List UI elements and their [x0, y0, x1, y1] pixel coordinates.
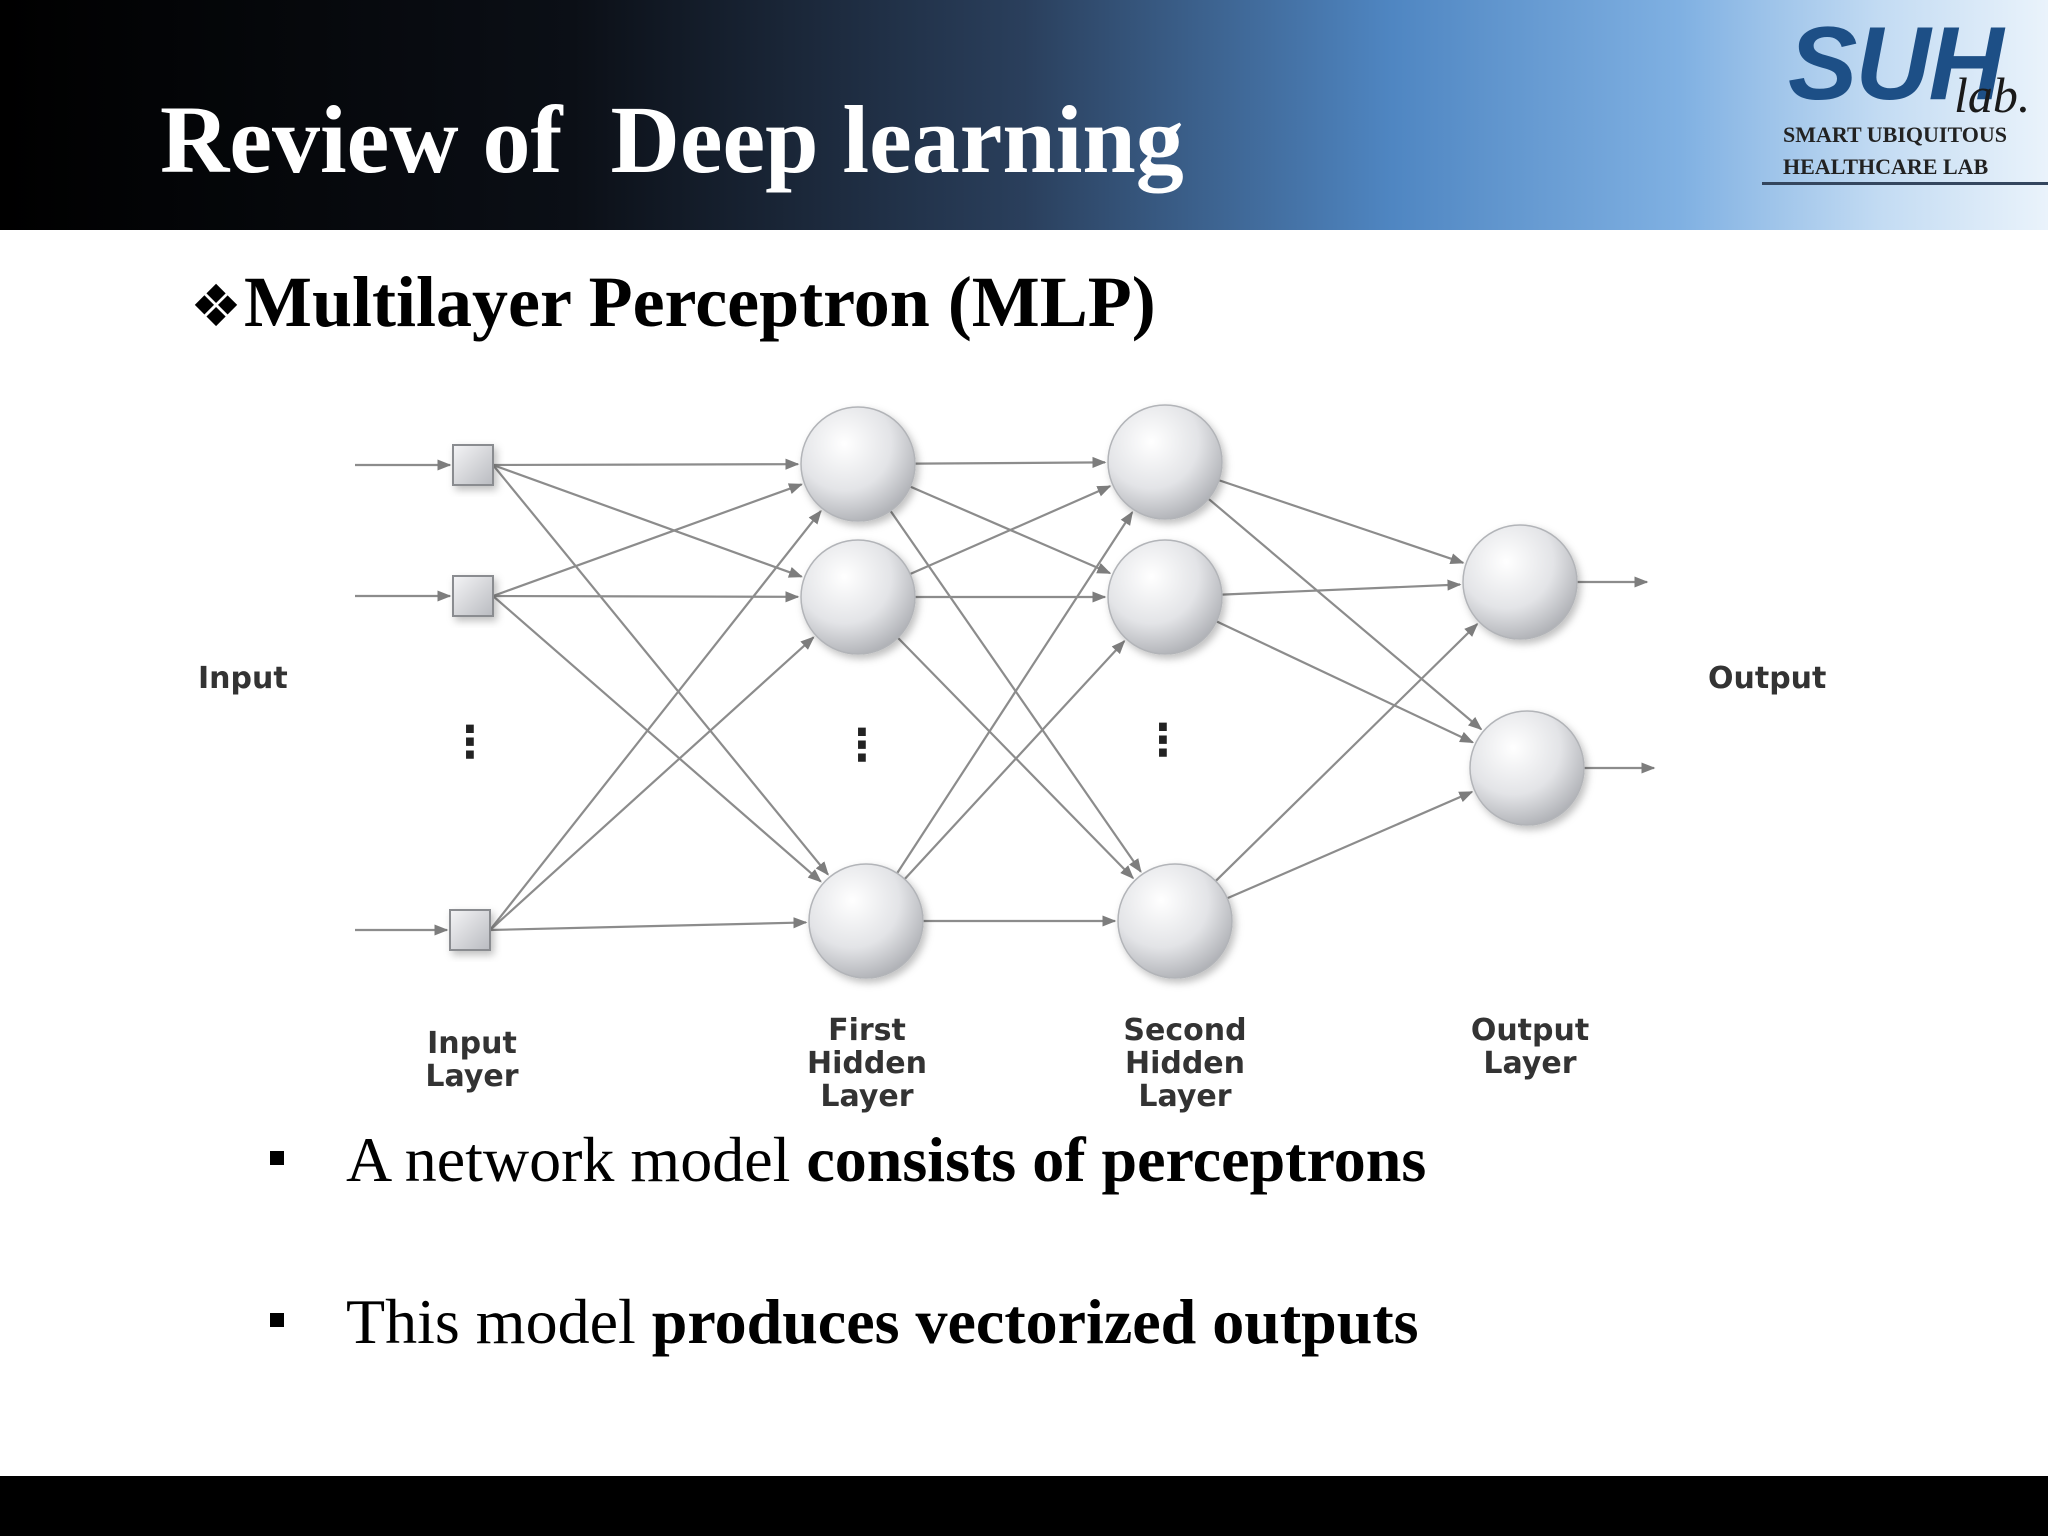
connection-edge	[492, 591, 800, 603]
section-heading: ❖Multilayer Perceptron (MLP)	[190, 266, 1156, 338]
bullet-2-plain: This model	[346, 1286, 652, 1357]
section-heading-text: Multilayer Perceptron (MLP)	[244, 262, 1156, 342]
connection-edge	[909, 485, 1112, 576]
layer-label: Layer	[820, 1079, 913, 1114]
slide-footer-bar	[0, 1476, 2048, 1536]
first-hidden-node	[808, 863, 924, 979]
connection-edge	[492, 458, 800, 470]
ellipsis-marker: ⋮	[1141, 715, 1185, 766]
input-node	[452, 575, 494, 617]
logo-tagline-2: HEALTHCARE LAB	[1783, 154, 1989, 179]
output-side-label: Output	[1708, 661, 1826, 696]
bullet-item-2: This model produces vectorized outputs	[270, 1290, 1419, 1354]
connection-edge	[1214, 623, 1479, 882]
connection-edge	[1226, 790, 1474, 900]
layer-label: Hidden	[1125, 1046, 1245, 1081]
connection-edge	[914, 456, 1107, 469]
suh-lab-logo: SUH lab. SMART UBIQUITOUS HEALTHCARE LAB	[1760, 12, 2048, 190]
layer-label: Layer	[425, 1059, 518, 1094]
connection-edge	[489, 917, 808, 932]
connection-edge	[489, 636, 815, 931]
input-side-label: Input	[198, 661, 288, 696]
diamond-cluster-icon: ❖	[190, 272, 242, 340]
bullet-1-bold: consists of perceptrons	[806, 1124, 1427, 1195]
slide-title: Review of Deep learning	[160, 86, 1184, 193]
input-node	[452, 444, 494, 486]
ellipsis-marker: ⋮	[448, 717, 492, 768]
bullet-item-1: A network model consists of perceptrons	[270, 1128, 1426, 1192]
slide-header: Review of Deep learning SUH lab. SMART U…	[0, 0, 2048, 230]
connection-edge	[1221, 579, 1462, 596]
connection-edge	[903, 640, 1126, 880]
connection-edge	[896, 511, 1134, 874]
bullet-2-bold: produces vectorized outputs	[651, 1286, 1419, 1357]
first-hidden-node	[800, 406, 916, 522]
layer-label: Layer	[1483, 1046, 1576, 1081]
connection-edge	[1216, 620, 1475, 744]
square-bullet-icon	[270, 1151, 284, 1166]
second-hidden-node	[1117, 863, 1233, 979]
layer-label: Hidden	[807, 1046, 927, 1081]
layer-label: Output	[1471, 1013, 1589, 1048]
connection-edge	[489, 509, 822, 931]
layer-label: Second	[1123, 1013, 1246, 1048]
connection-edge	[492, 483, 803, 598]
first-hidden-node	[800, 539, 916, 655]
ellipsis-marker: ⋮	[840, 720, 884, 771]
logo-underline	[1762, 182, 2048, 185]
logo-wordmark: SUH	[1788, 6, 2004, 122]
connection-edge	[492, 595, 822, 883]
connection-edge	[492, 463, 803, 578]
second-hidden-node	[1107, 404, 1223, 520]
output-node	[1462, 524, 1578, 640]
logo-tagline-1: SMART UBIQUITOUS	[1783, 122, 2007, 147]
connection-edge	[492, 464, 829, 876]
layer-label: Input	[427, 1026, 517, 1061]
input-node	[449, 909, 491, 951]
layer-label: Layer	[1138, 1079, 1231, 1114]
logo-lab-script: lab.	[1954, 67, 2031, 123]
connection-edge	[1218, 479, 1465, 565]
network-nodes	[449, 404, 1585, 979]
connection-edge	[1207, 497, 1483, 731]
layer-label: First	[828, 1013, 906, 1048]
square-bullet-icon	[270, 1313, 284, 1328]
second-hidden-node	[1107, 539, 1223, 655]
bullet-1-plain: A network model	[346, 1124, 807, 1195]
connection-edges	[355, 456, 1656, 936]
output-node	[1469, 710, 1585, 826]
